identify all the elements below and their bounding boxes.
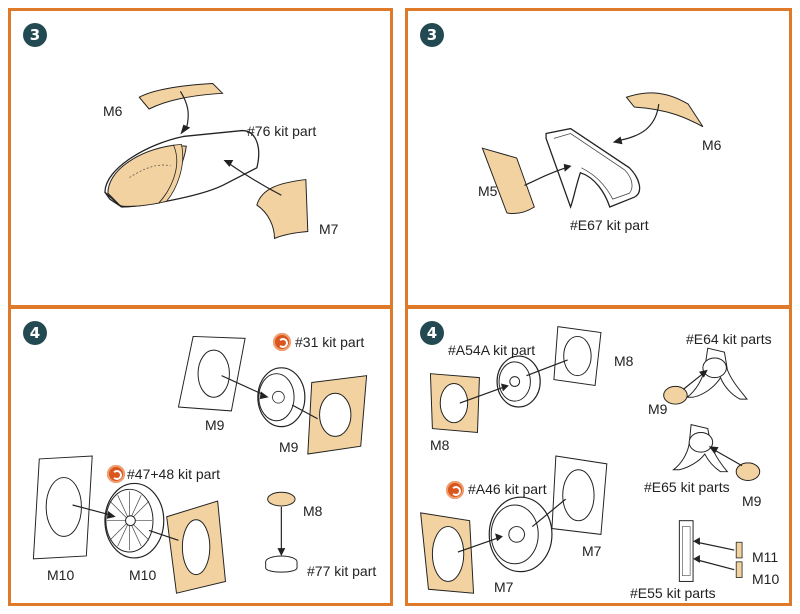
glue-icon xyxy=(107,465,125,483)
kit-e65-label: #E65 kit parts xyxy=(644,479,730,495)
windscreen-frame xyxy=(545,127,641,209)
step-badge: 3 xyxy=(420,23,444,47)
m10-label: M10 xyxy=(752,571,780,587)
m7-label: M7 xyxy=(319,221,339,237)
m9-label-b: M9 xyxy=(279,439,299,455)
windscreen-diagram xyxy=(481,92,704,214)
step-badge: 4 xyxy=(23,321,47,345)
m5-mask xyxy=(481,147,535,214)
kit-part-label: #E67 kit part xyxy=(570,217,649,233)
m10-mask xyxy=(735,561,743,578)
m8-label: M8 xyxy=(303,503,323,519)
m7-label-b: M7 xyxy=(494,579,514,595)
m9-mask-b xyxy=(735,462,761,481)
m9-mask-a xyxy=(663,385,688,405)
kit-a46-label: #A46 kit part xyxy=(468,481,547,497)
m6-mask xyxy=(138,83,224,110)
m9-label-b: M9 xyxy=(742,493,762,509)
m10-label-a: M10 xyxy=(47,567,75,583)
step-4-panel-left: 4 xyxy=(8,306,393,606)
kit-a54a-label: #A54A kit part xyxy=(448,342,536,358)
kit-77-label: #77 kit part xyxy=(307,563,377,579)
glue-icon xyxy=(446,481,464,499)
m6-label: M6 xyxy=(103,103,123,119)
m6-mask xyxy=(625,92,704,128)
canopy-diagram xyxy=(104,83,309,240)
m8-mask xyxy=(267,491,296,507)
step-badge: 3 xyxy=(23,23,47,47)
glue-icon xyxy=(273,333,291,351)
m8-label-b: M8 xyxy=(430,437,450,453)
m9-label-a: M9 xyxy=(648,401,668,417)
m11-mask xyxy=(735,541,743,559)
step-badge: 4 xyxy=(420,321,444,345)
wheel-diagram-right xyxy=(420,326,761,594)
kit-e55-label: #E55 kit parts xyxy=(630,585,716,601)
kit-47-48-label: #47+48 kit part xyxy=(127,466,221,482)
m11-label: M11 xyxy=(752,549,779,565)
m10-label-b: M10 xyxy=(129,567,157,583)
m6-label: M6 xyxy=(702,137,722,153)
m7-label-a: M7 xyxy=(582,543,602,559)
m8-label-a: M8 xyxy=(614,353,634,369)
m5-label: M5 xyxy=(478,183,498,199)
kit-31-label: #31 kit part xyxy=(295,334,365,350)
kit-e64-label: #E64 kit parts xyxy=(686,331,772,347)
wheel-diagram-left xyxy=(32,335,368,594)
kit-part-label: #76 kit part xyxy=(247,123,317,139)
step-3-panel-left: 3 M6 #76 kit part M7 xyxy=(8,8,393,308)
step-4-panel-right: 4 xyxy=(405,306,792,606)
m7-mask xyxy=(256,179,309,240)
step-3-panel-right: 3 M6 M5 #E67 kit part xyxy=(405,8,792,308)
m9-label-a: M9 xyxy=(205,417,225,433)
